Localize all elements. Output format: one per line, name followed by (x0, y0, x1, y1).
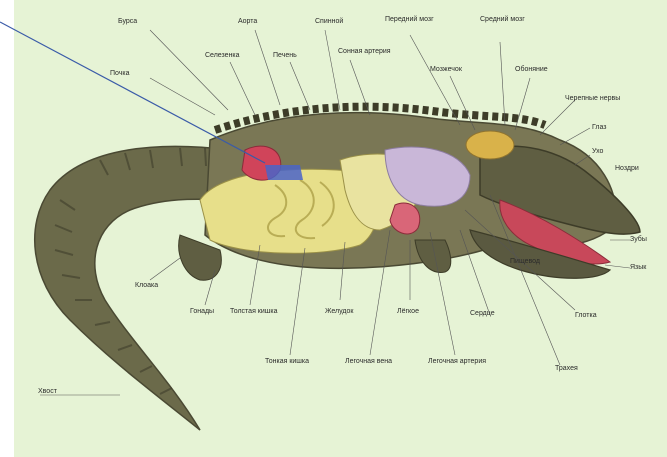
label-lungs: Лёгкое (397, 308, 419, 316)
label-eye: Глаз (592, 124, 607, 132)
label-pulmonary-artery: Легочная артерия (428, 358, 486, 366)
tail-shape (35, 146, 230, 430)
label-midbrain: Средний мозг (480, 16, 525, 24)
label-teeth: Зубы (630, 236, 647, 244)
label-stomach: Желудок (325, 308, 353, 316)
label-liver: Печень (273, 52, 297, 60)
pointer-line (0, 22, 265, 163)
label-tail: Хвост (38, 388, 57, 396)
label-forebrain: Передний мозг (385, 16, 434, 24)
label-gullet: Пищевод (510, 258, 540, 266)
label-cerebellum: Мозжечок (430, 66, 462, 74)
label-kidney: Почка (110, 70, 130, 78)
label-aorta: Аорта (238, 18, 257, 26)
label-cloaca: Клоака (135, 282, 158, 290)
label-small-intestine: Тонкая кишка (265, 358, 309, 366)
label-pharynx: Глотка (575, 312, 597, 320)
label-heart-artery: Сонная артерия (338, 48, 391, 56)
label-bursa: Бурса (118, 18, 137, 26)
label-trachea: Трахея (555, 365, 578, 373)
label-heart: Сердце (470, 310, 495, 318)
label-spinal-cord: Спинной (315, 18, 343, 26)
label-jaw: Язык (630, 264, 646, 272)
brain-shape (466, 131, 514, 159)
label-nerves: Черепные нервы (565, 95, 620, 103)
label-nostril: Ноздри (615, 165, 639, 173)
label-colon: Толстая кишка (230, 308, 278, 316)
vessel-shape (265, 165, 303, 180)
label-ear: Ухо (592, 148, 603, 156)
label-spleen: Селезенка (205, 52, 240, 60)
label-olfactory: Обоняние (515, 66, 548, 74)
label-pulmonary-vein: Легочная вена (345, 358, 392, 366)
label-testis: Гонады (190, 308, 214, 316)
